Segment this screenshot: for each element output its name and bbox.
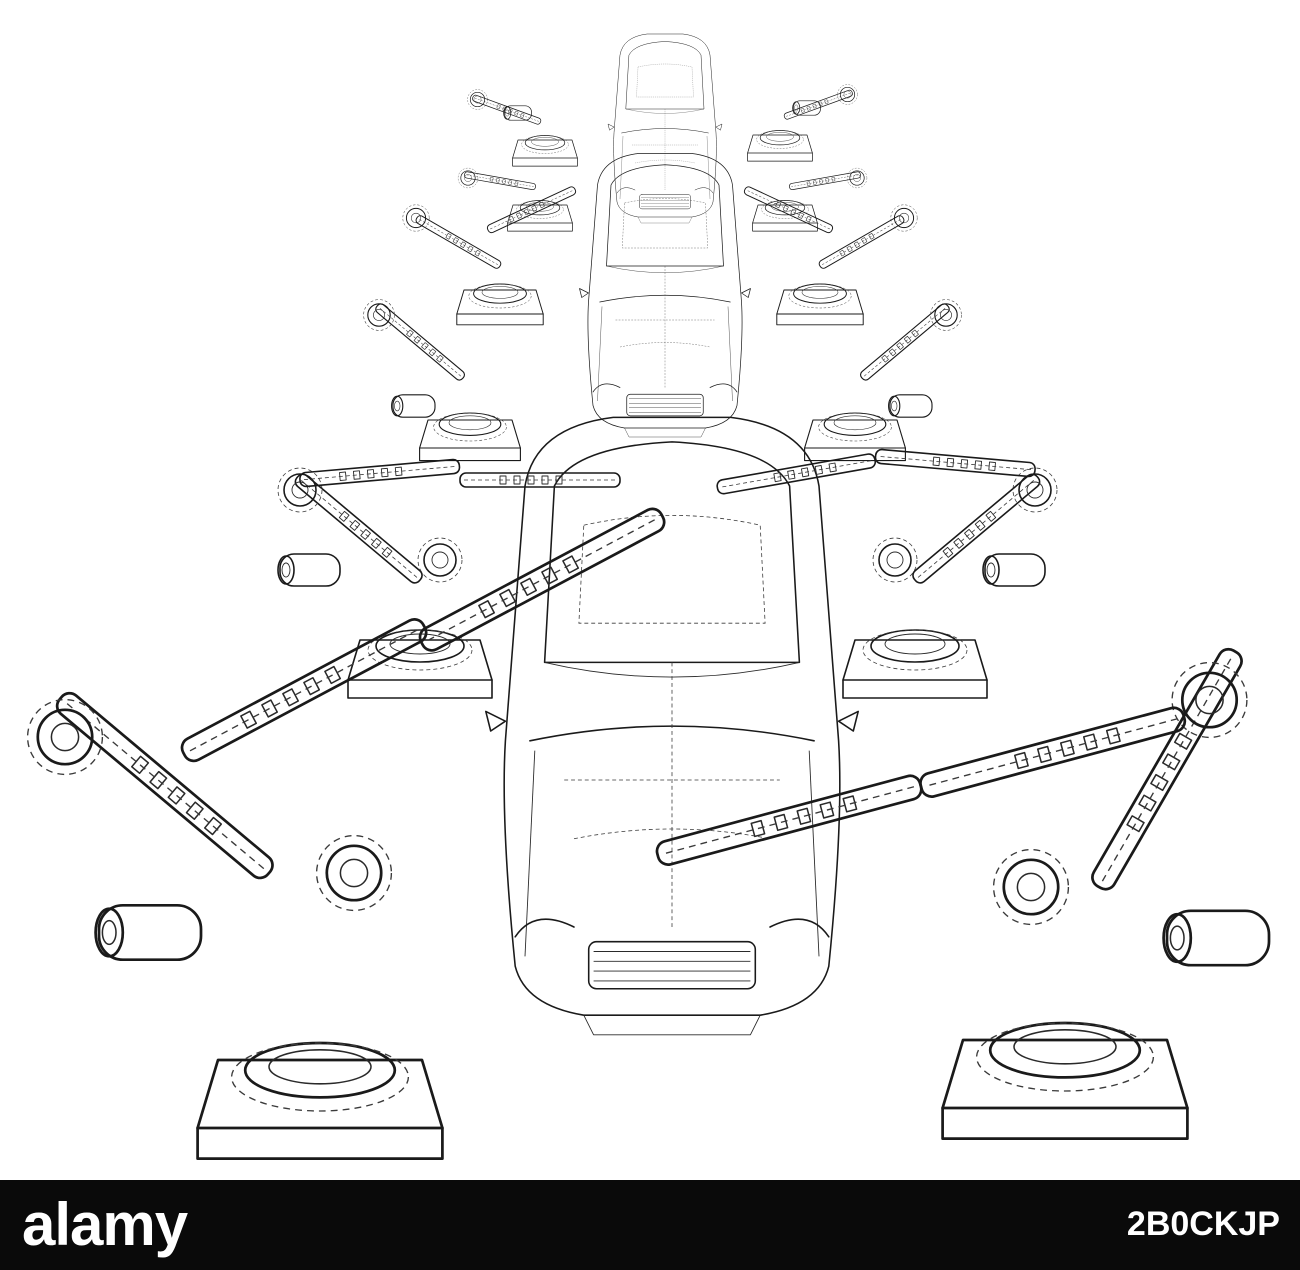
robot-middle-right-1 (742, 185, 918, 326)
robot-back-right-1 (747, 84, 858, 162)
robot-middle-left-2 (363, 299, 521, 462)
robot-back-right-2 (752, 167, 868, 232)
assembly-line-drawing (26, 33, 1271, 1160)
robot-middle-right-2 (804, 299, 962, 462)
car-back (607, 33, 723, 224)
robot-front-upper-right (715, 448, 1058, 699)
watermark-footer: alamy 2B0CKJP (0, 1180, 1300, 1270)
robot-middle-left-1 (402, 185, 578, 326)
robot-front-lower-left (26, 503, 670, 1160)
car-front (485, 416, 859, 1036)
wireframe-illustration (26, 33, 1271, 1160)
car-middle (579, 153, 751, 438)
image-id: 2B0CKJP (1126, 1205, 1280, 1243)
alamy-logo: alamy (22, 1191, 188, 1258)
robot-back-left-1 (467, 89, 578, 167)
robot-front-lower-right (653, 644, 1271, 1140)
